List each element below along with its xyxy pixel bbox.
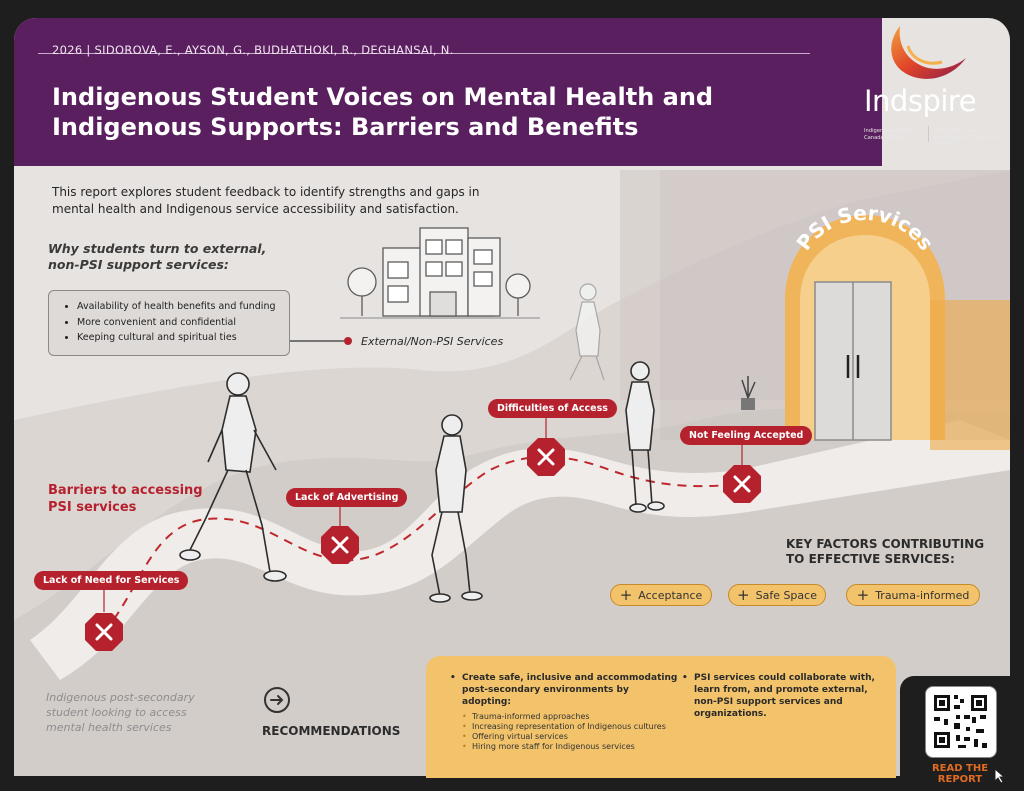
qr-code-icon[interactable] bbox=[925, 686, 997, 758]
factor-trauma-informed: + Trauma-informed bbox=[846, 584, 980, 606]
plus-icon: + bbox=[737, 586, 750, 604]
reason-item: More convenient and confidential bbox=[77, 315, 281, 331]
indspire-wordmark: Indspire bbox=[864, 84, 977, 118]
tagline-divider bbox=[928, 126, 929, 142]
external-services-heading: Why students turn to external, non-PSI s… bbox=[48, 241, 267, 272]
psi-services-label: PSI Services bbox=[792, 205, 939, 255]
barrier-difficulties-of-access: Difficulties of Access bbox=[488, 399, 617, 418]
barrier-lack-of-need: Lack of Need for Services bbox=[34, 571, 189, 590]
recommendations-label: RECOMMENDATIONS bbox=[262, 724, 401, 738]
factor-safe-space: + Safe Space bbox=[728, 584, 826, 606]
factor-acceptance: + Acceptance bbox=[610, 584, 712, 606]
barriers-heading: Barriers to accessing PSI services bbox=[48, 483, 203, 515]
factor-label: Safe Space bbox=[755, 588, 817, 602]
student-caption: Indigenous post-secondary student lookin… bbox=[46, 691, 195, 734]
plus-icon: + bbox=[619, 586, 633, 604]
reason-item: Keeping cultural and spiritual ties bbox=[77, 330, 281, 346]
barrier-stop-icons bbox=[85, 438, 761, 651]
recommendation-main-2: PSI services could collaborate with, lea… bbox=[680, 672, 876, 720]
intro-text: This report explores student feedback to… bbox=[52, 185, 480, 216]
tagline-english: Indigenous education, Canada's future. bbox=[864, 128, 922, 141]
factor-label: Acceptance bbox=[638, 588, 703, 602]
arrow-right-icon bbox=[264, 687, 290, 713]
key-factors-heading: KEY FACTORS CONTRIBUTING TO EFFECTIVE SE… bbox=[786, 537, 985, 566]
psi-services-sign: PSI Services bbox=[792, 205, 939, 255]
barrier-not-feeling-accepted: Not Feeling Accepted bbox=[680, 426, 813, 445]
reason-item: Availability of health benefits and fund… bbox=[77, 299, 281, 315]
recommendation-column-2: PSI services could collaborate with, lea… bbox=[680, 672, 876, 720]
plus-icon: + bbox=[856, 586, 870, 604]
header-banner bbox=[14, 18, 882, 166]
recommendation-sub: Hiring more staff for Indigenous service… bbox=[462, 742, 678, 752]
barrier-lack-of-advertising: Lack of Advertising bbox=[286, 488, 408, 507]
header-divider bbox=[38, 53, 810, 54]
read-the-report-link[interactable]: READ THE REPORT bbox=[931, 763, 989, 785]
reasons-box: Availability of health benefits and fund… bbox=[48, 290, 290, 356]
factor-label: Trauma-informed bbox=[875, 588, 970, 602]
indspire-swoosh-icon bbox=[891, 26, 966, 79]
authors-line: 2026 | SIDOROVA, E., AYSON, G., BUDHATHO… bbox=[52, 43, 454, 57]
recommendation-sub: Trauma-informed approaches bbox=[462, 712, 678, 722]
cursor-pointer-icon bbox=[994, 767, 1006, 784]
recommendation-sub: Increasing representation of Indigenous … bbox=[462, 722, 678, 732]
report-title: Indigenous Student Voices on Mental Heal… bbox=[52, 83, 714, 141]
recommendation-main-1: Create safe, inclusive and accommodating… bbox=[448, 672, 678, 708]
logo-block bbox=[838, 16, 1010, 164]
recommendation-column-1: Create safe, inclusive and accommodating… bbox=[448, 672, 678, 752]
tagline-french: L'éducation des autochtones. L'avenir du… bbox=[934, 128, 999, 147]
external-services-label: External/Non-PSI Services bbox=[361, 335, 504, 348]
recommendation-sub: Offering virtual services bbox=[462, 732, 678, 742]
svg-text:PSI Services: PSI Services bbox=[792, 205, 939, 255]
